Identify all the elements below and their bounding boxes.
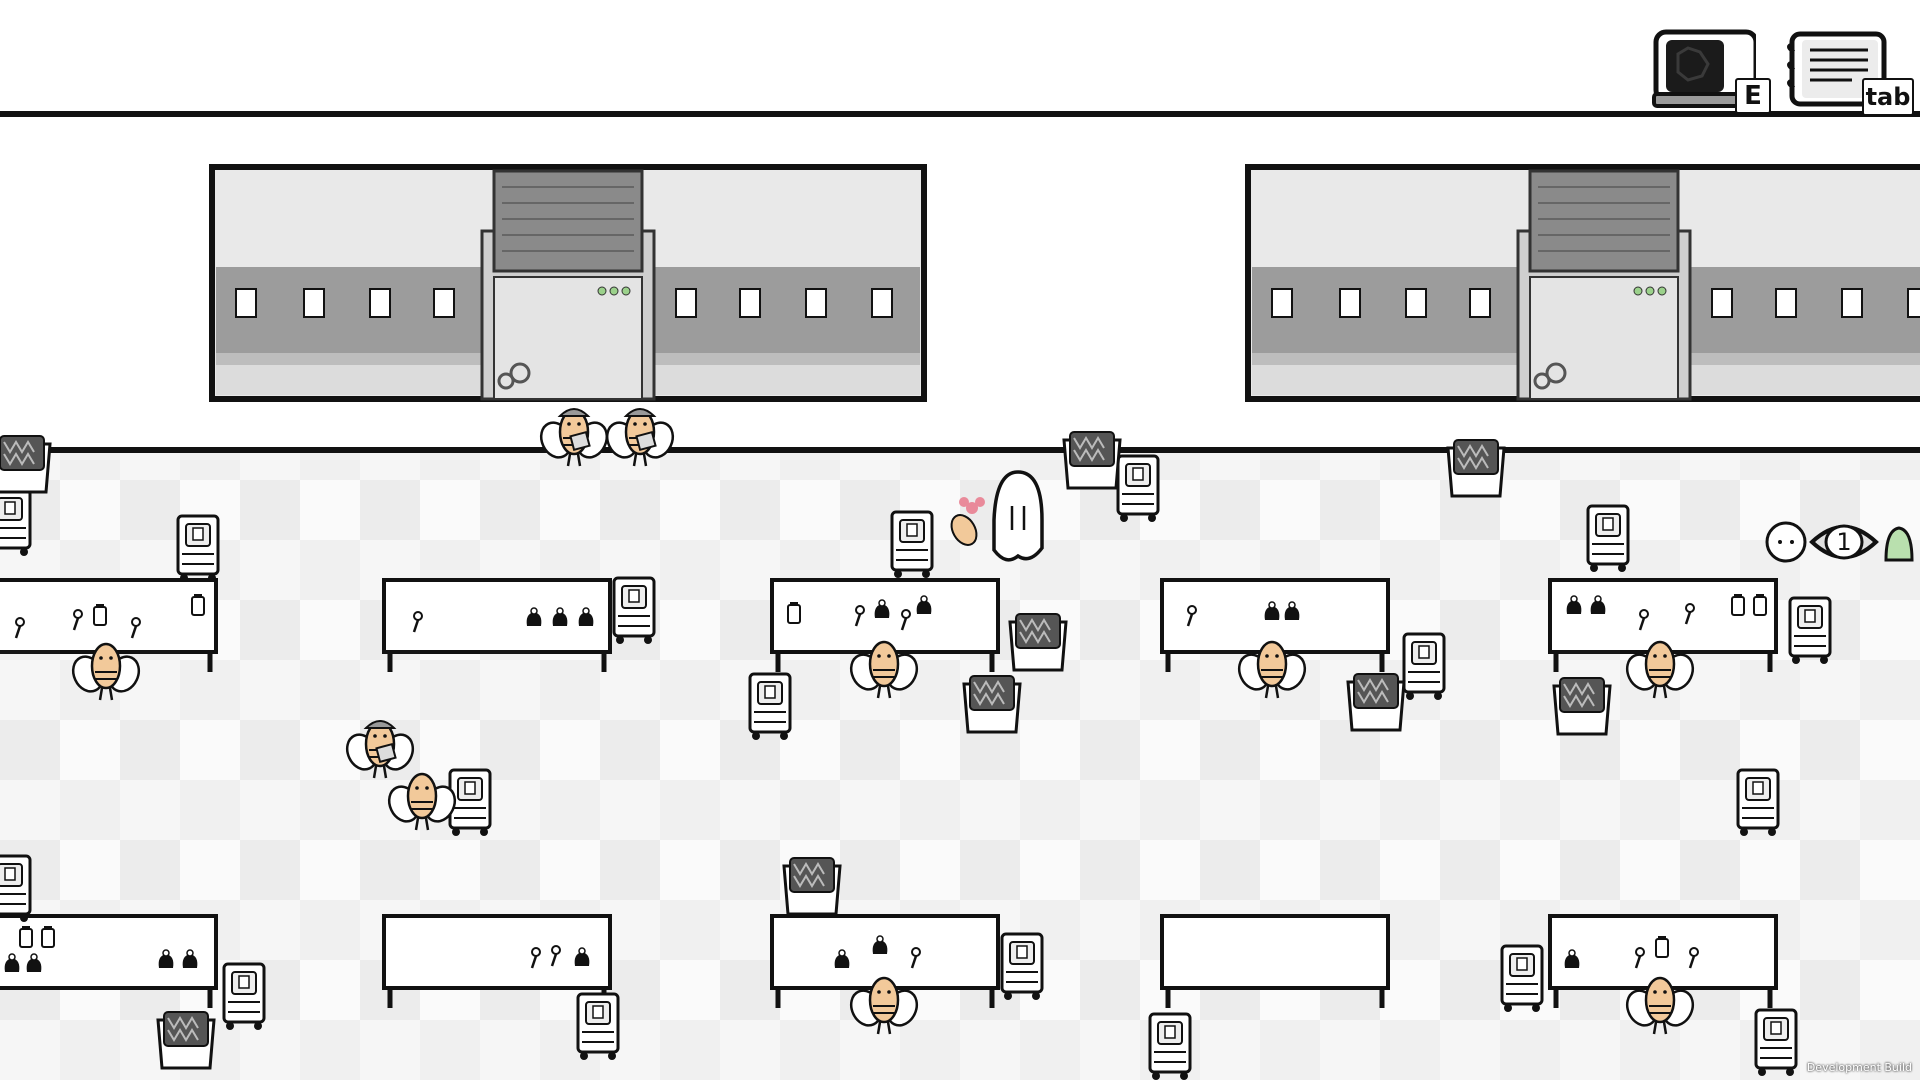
eye-icon bbox=[1809, 524, 1879, 560]
status-indicators: 1 bbox=[1764, 516, 1920, 566]
notebook-key-badge: tab bbox=[1862, 78, 1914, 116]
factory-window-left bbox=[212, 167, 924, 399]
player-ghost bbox=[950, 470, 1044, 562]
notebook-icon bbox=[1787, 31, 1887, 107]
computer-key-badge: E bbox=[1735, 78, 1771, 114]
face-icon bbox=[1765, 521, 1807, 563]
computer-button[interactable]: E bbox=[1652, 28, 1771, 114]
dev-build-label: Development Build bbox=[1806, 1061, 1912, 1074]
ceiling bbox=[0, 0, 1920, 112]
bell-icon bbox=[1884, 526, 1914, 562]
eye-counter: 1 bbox=[1836, 528, 1852, 556]
notebook-button[interactable]: tab bbox=[1782, 28, 1914, 116]
factory-window-right bbox=[1248, 167, 1920, 399]
